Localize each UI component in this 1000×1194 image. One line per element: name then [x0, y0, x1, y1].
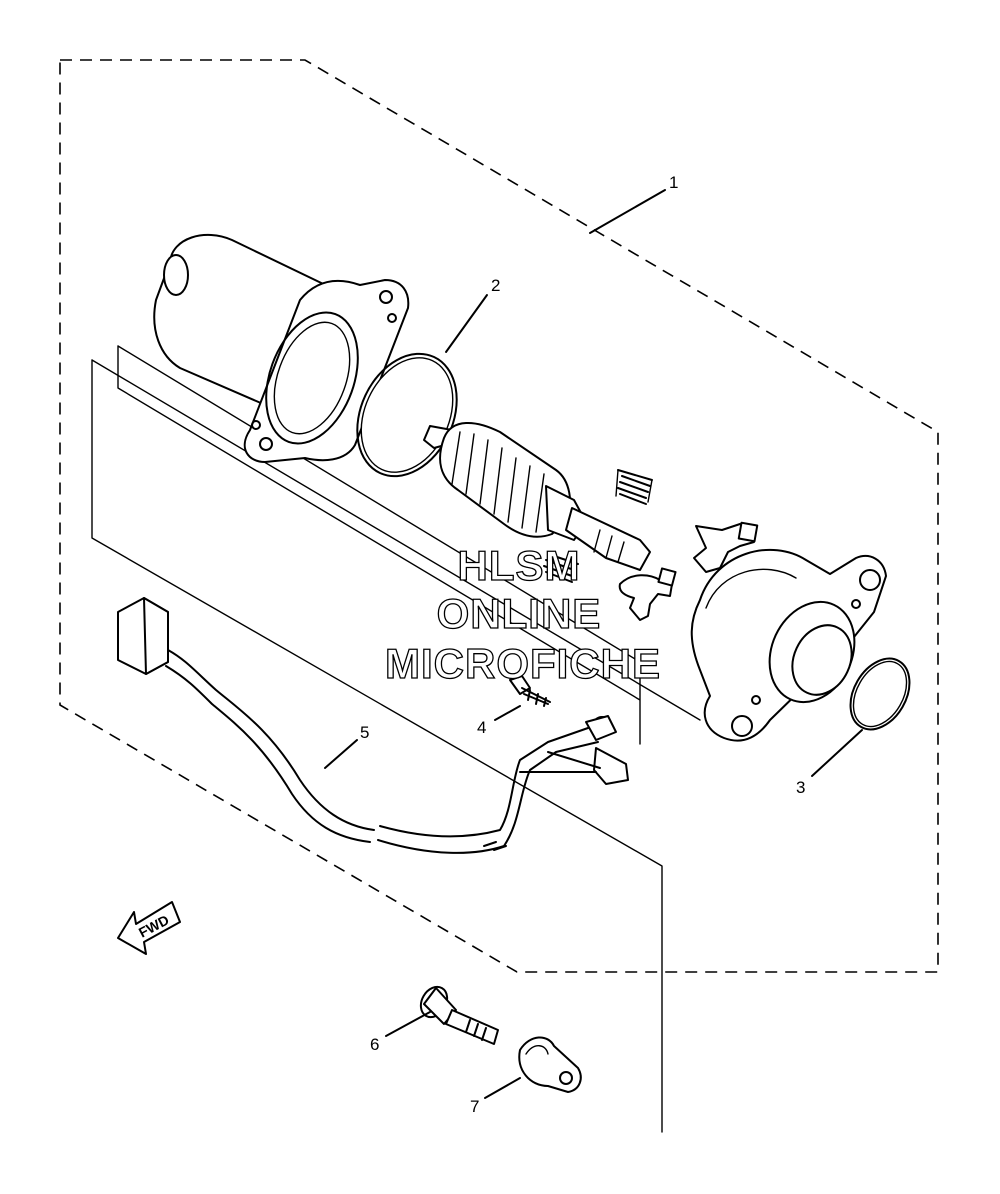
leader-line-7 [484, 1077, 521, 1099]
motor-yoke [153, 233, 410, 463]
callout-number-1: 1 [669, 173, 678, 192]
brush-holder-lower [618, 567, 677, 621]
brush-spring-lower [543, 553, 579, 583]
callout-number-5: 5 [360, 723, 369, 742]
starter-front-cover [690, 548, 887, 742]
brush-holder-upper [693, 521, 759, 573]
callout-number-7: 7 [470, 1097, 479, 1116]
leader-line-2 [445, 294, 488, 353]
bracket-outline-lower [91, 359, 701, 1133]
lead-wire-part-5 [117, 597, 629, 854]
clamp-part-7 [518, 1036, 582, 1093]
callout-number-3: 3 [796, 778, 805, 797]
o-ring-small [849, 657, 911, 731]
brush-spring-upper [615, 469, 653, 505]
leader-line-4 [494, 705, 521, 721]
callout-number-4: 4 [477, 718, 486, 737]
watermark-line-hlsm: HLSM [458, 542, 581, 589]
leader-line-3 [811, 729, 863, 777]
leader-line-5 [324, 739, 358, 769]
watermark-line-online: ONLINE [437, 590, 602, 637]
leader-line-1 [589, 189, 666, 234]
armature [423, 421, 651, 571]
fwd-direction-arrow: FWD [117, 901, 181, 955]
screw-part-4 [509, 675, 551, 707]
watermark-line-microfiche: MICROFICHE [385, 640, 661, 687]
bolt-part-6 [419, 985, 499, 1045]
callout-number-2: 2 [491, 276, 500, 295]
leader-line-6 [385, 1011, 431, 1037]
assembly-boundary-dashed [59, 59, 939, 973]
callout-number-6: 6 [370, 1035, 379, 1054]
